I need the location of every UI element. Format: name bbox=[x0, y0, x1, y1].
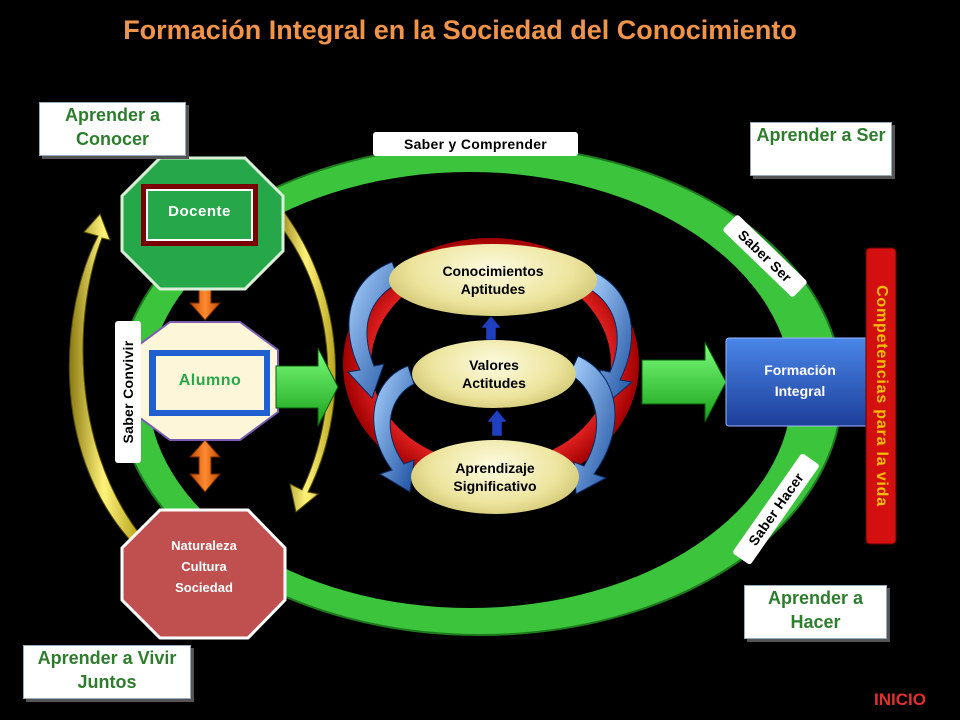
oval-bottom-line-2: Significativo bbox=[453, 478, 537, 494]
curl-arrow-top-left bbox=[347, 261, 401, 399]
label-saber-convivir: Saber Convivir bbox=[115, 321, 141, 463]
oval-top-line-2: Aptitudes bbox=[460, 281, 526, 297]
competencias-bar bbox=[865, 247, 897, 545]
label-saber-y-comprender: Saber y Comprender bbox=[373, 132, 578, 156]
result-line-1: Formación bbox=[764, 362, 836, 378]
oval-aprendizaje-significativo: Aprendizaje Significativo bbox=[411, 440, 579, 514]
pillar-aprender-a-vivir-juntos: Aprender a Vivir Juntos bbox=[23, 645, 191, 699]
pillar-aprender-a-conocer: Aprender a Conocer bbox=[39, 102, 186, 156]
docente-node bbox=[120, 156, 285, 291]
page-title: Formación Integral en la Sociedad del Co… bbox=[123, 15, 797, 45]
curl-arrow-bottom-left bbox=[373, 365, 415, 493]
naturaleza-line-1: Naturaleza bbox=[171, 538, 237, 553]
left-outer-curved-arrow bbox=[68, 213, 139, 541]
result-line-2: Integral bbox=[774, 383, 826, 399]
naturaleza-label: Naturaleza Cultura Sociedad bbox=[140, 535, 268, 598]
center-to-result-arrow bbox=[641, 341, 727, 423]
docente-label: Docente bbox=[168, 203, 231, 220]
oval-middle-line-1: Valores bbox=[469, 357, 519, 373]
naturaleza-node bbox=[120, 508, 287, 640]
formacion-integral-label: Formación Integral bbox=[735, 360, 865, 402]
inner-up-arrow-bottom bbox=[486, 409, 508, 437]
alumno-to-center-arrow bbox=[275, 347, 339, 427]
curl-arrow-bottom-right bbox=[569, 355, 616, 495]
pillar-aprender-a-ser: Aprender a Ser bbox=[750, 122, 892, 176]
naturaleza-line-3: Sociedad bbox=[175, 580, 233, 595]
oval-valores-actitudes: Valores Actitudes bbox=[412, 340, 576, 408]
pillar-aprender-a-hacer: Aprender a Hacer bbox=[744, 585, 887, 639]
inicio-link[interactable]: INICIO bbox=[874, 690, 926, 709]
naturaleza-line-2: Cultura bbox=[181, 559, 227, 574]
alumno-label: Alumno bbox=[178, 372, 242, 389]
oval-bottom-line-1: Aprendizaje bbox=[455, 460, 535, 476]
right-inner-curved-arrow bbox=[275, 211, 337, 513]
oval-middle-line-2: Actitudes bbox=[462, 375, 526, 391]
competencias-label: Competencias para la vida bbox=[873, 285, 890, 507]
oval-top-line-1: Conocimientos bbox=[442, 263, 544, 279]
alumno-naturaleza-arrow bbox=[188, 439, 222, 493]
oval-conocimientos-aptitudes: Conocimientos Aptitudes bbox=[389, 244, 597, 316]
